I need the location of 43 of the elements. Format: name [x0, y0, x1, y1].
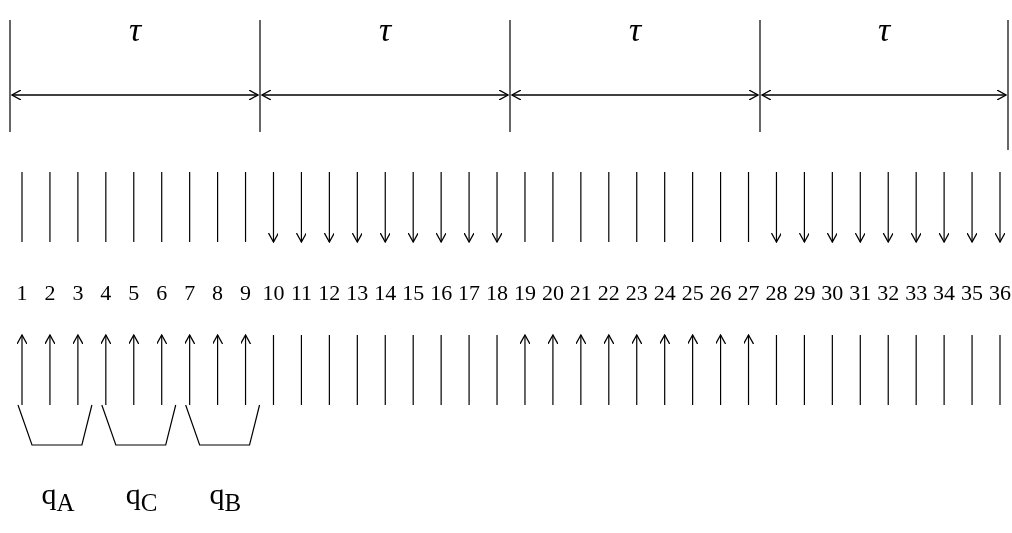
- position-number: 13: [346, 282, 369, 304]
- position-number: 20: [541, 282, 564, 304]
- position-number: 4: [100, 282, 112, 304]
- period-symbol: τ: [629, 13, 642, 47]
- period-symbol: τ: [379, 13, 392, 47]
- position-number: 32: [877, 282, 900, 304]
- position-number: 8: [212, 282, 224, 304]
- position-number: 24: [653, 282, 676, 304]
- period-symbol: τ: [878, 13, 891, 47]
- position-number: 1: [16, 282, 28, 304]
- period-symbol: τ: [129, 13, 142, 47]
- position-number: 21: [569, 282, 592, 304]
- position-number: 28: [765, 282, 788, 304]
- position-number: 25: [681, 282, 704, 304]
- position-number: 26: [709, 282, 732, 304]
- position-number: 7: [184, 282, 196, 304]
- position-number: 5: [128, 282, 140, 304]
- group-symbol: q$_{B}$: [209, 479, 242, 515]
- position-number: 3: [72, 282, 84, 304]
- position-number: 11: [290, 282, 313, 304]
- position-number: 33: [905, 282, 928, 304]
- position-number: 15: [402, 282, 425, 304]
- position-number: 12: [318, 282, 341, 304]
- position-number: 30: [821, 282, 844, 304]
- position-number: 23: [625, 282, 648, 304]
- group-symbol: q$_{A}$: [41, 479, 75, 515]
- position-number: 14: [374, 282, 397, 304]
- position-number: 18: [486, 282, 508, 304]
- position-number: 22: [597, 282, 620, 304]
- position-number: 2: [44, 282, 56, 304]
- position-number: 6: [156, 282, 168, 304]
- position-number: 17: [458, 282, 481, 304]
- position-number: 29: [793, 282, 816, 304]
- position-number: 35: [961, 282, 984, 304]
- position-number: 10: [262, 282, 285, 304]
- group-symbol: q$_{C}$: [125, 479, 158, 515]
- position-number: 31: [849, 282, 872, 304]
- position-number: 34: [933, 282, 956, 304]
- position-number: 9: [240, 282, 252, 304]
- position-number: 36: [989, 282, 1011, 304]
- position-number: 27: [737, 282, 760, 304]
- position-number: 19: [513, 282, 536, 304]
- position-number: 16: [430, 282, 453, 304]
